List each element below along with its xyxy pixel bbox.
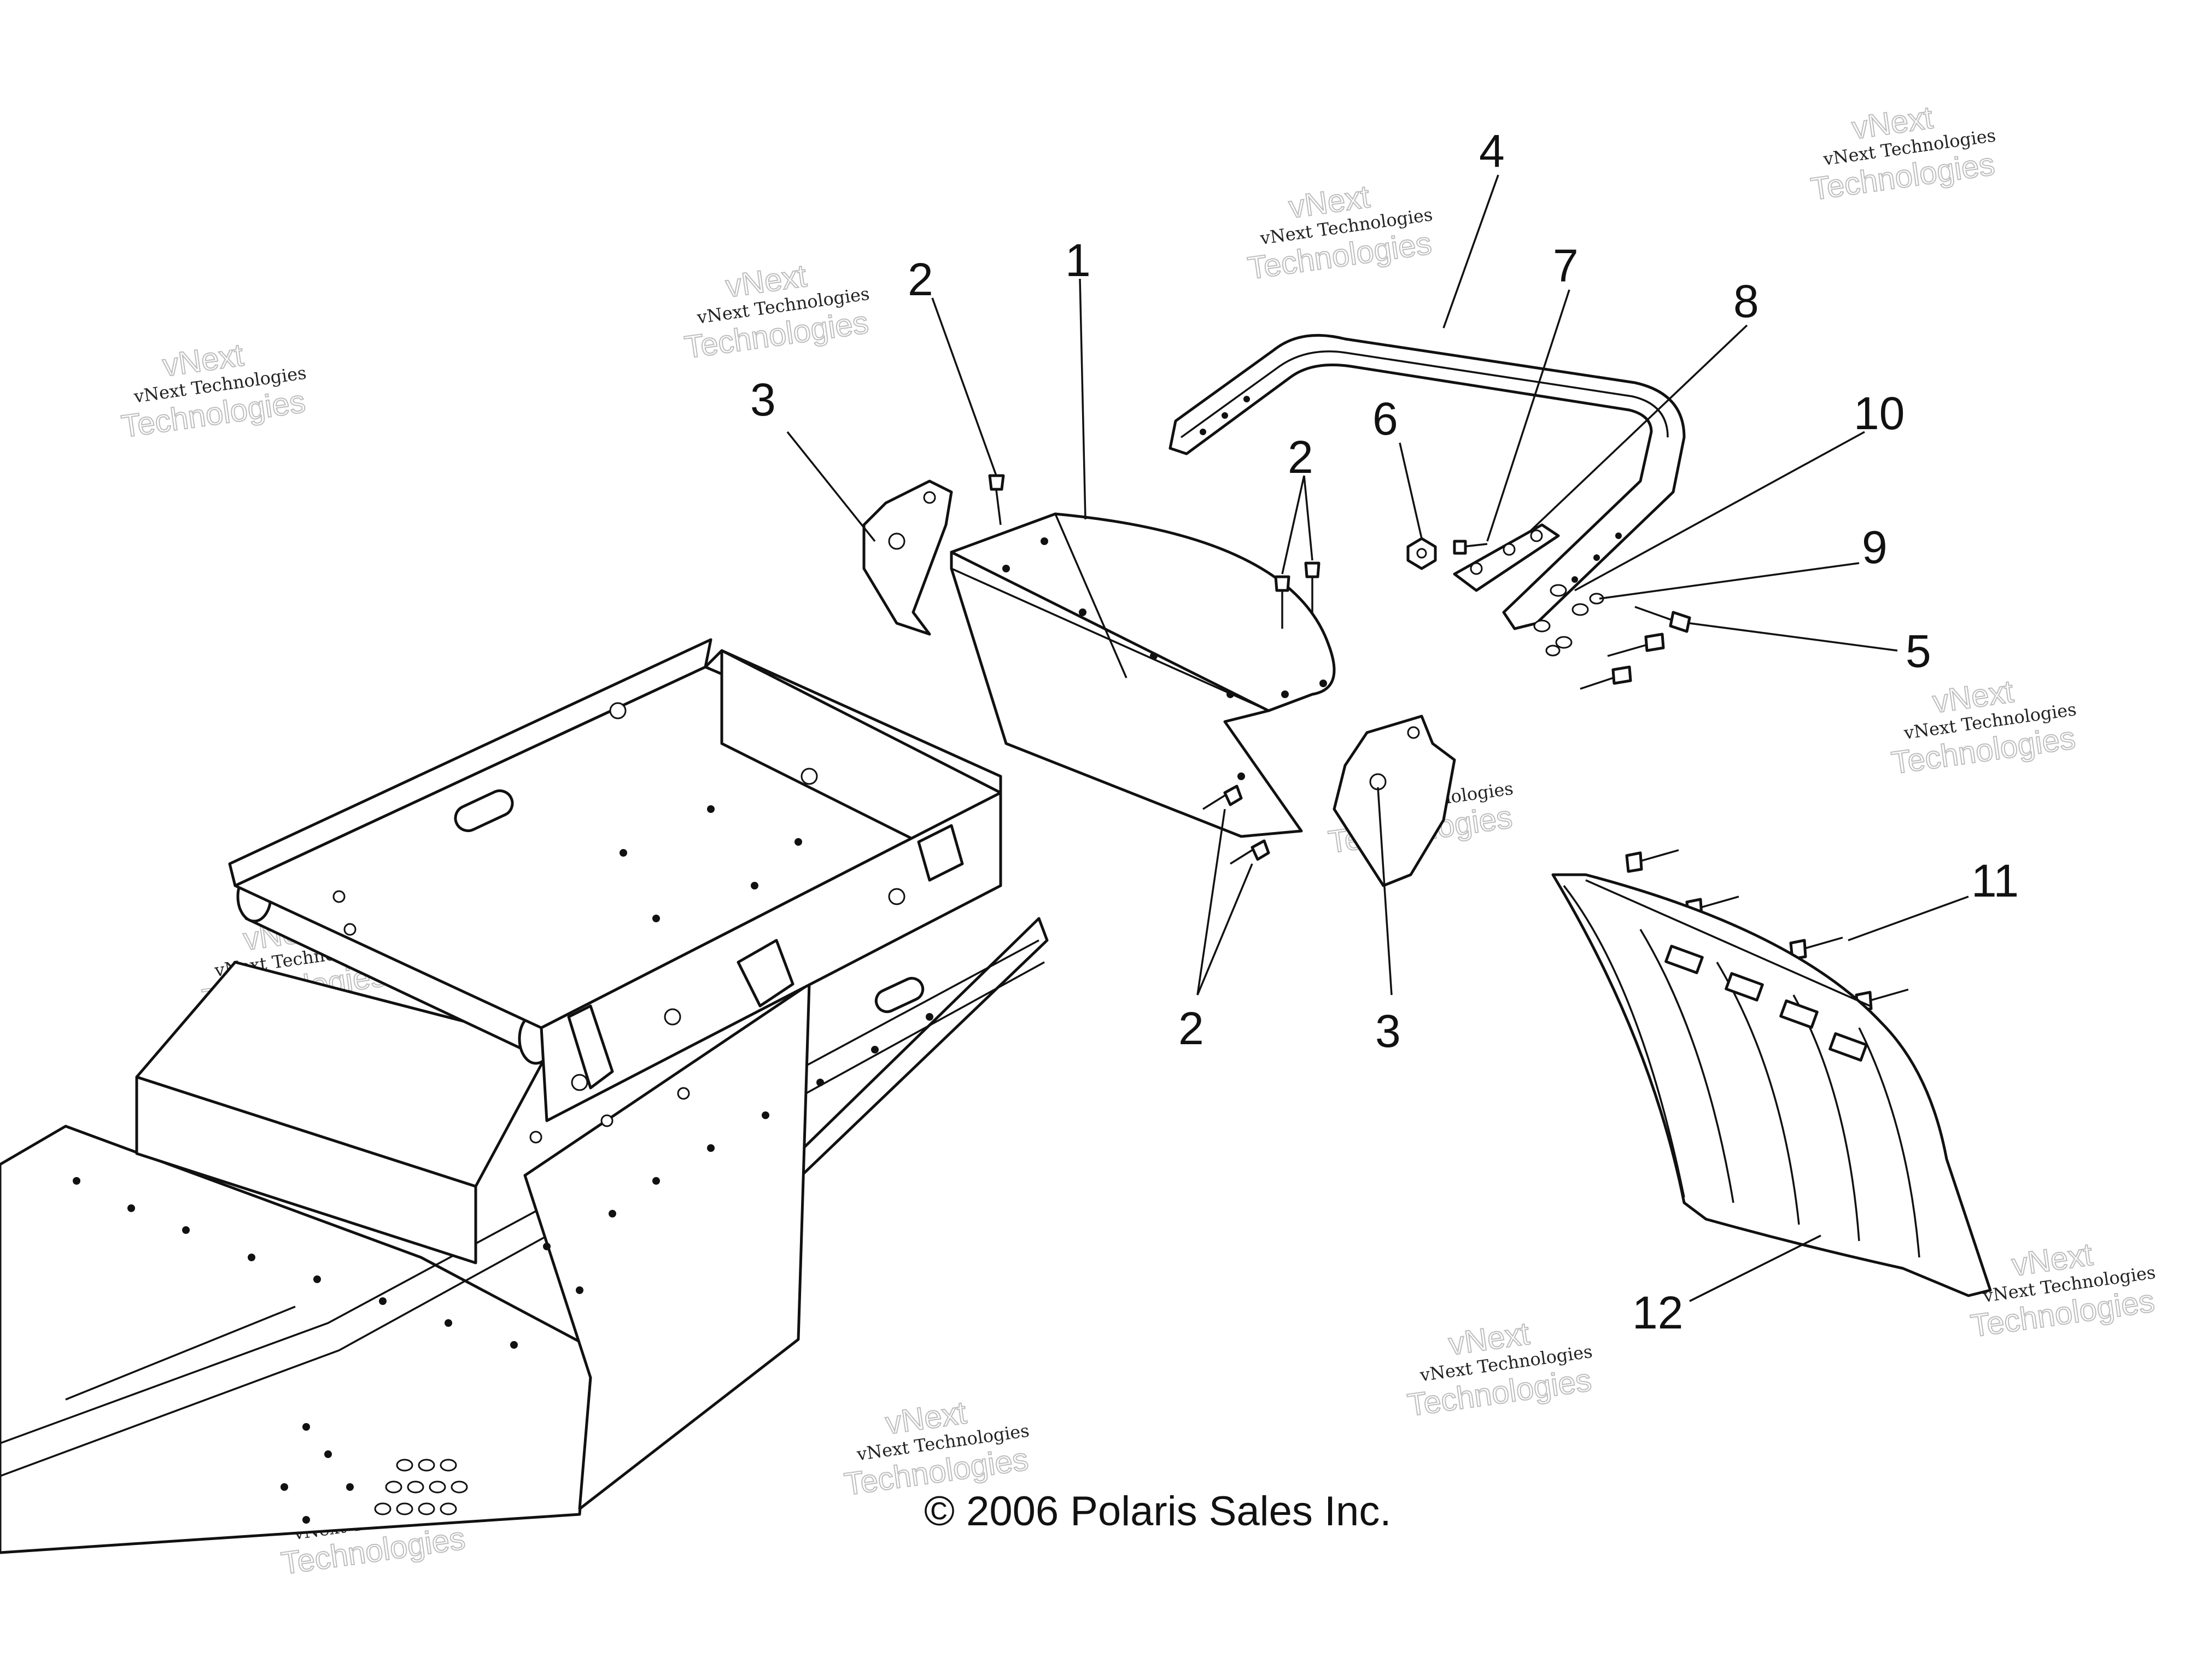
part-3-bracket-right (1333, 715, 1456, 887)
part-9-washers (1545, 593, 1604, 657)
watermark: vNext vNext Technologies Technologies (119, 336, 308, 445)
callout-12: 12 (1632, 1287, 1683, 1338)
tunnel-rail-line (65, 1306, 296, 1401)
part-3-bracket-left (862, 479, 953, 636)
flap-rib (1563, 885, 1685, 1198)
rivet (1789, 936, 1843, 961)
callout-2-top-left: 2 (908, 254, 933, 305)
flap-slots (1664, 945, 1868, 1062)
watermark: vNext vNext Technologies Technologies (1405, 1315, 1594, 1424)
callout-10: 10 (1854, 388, 1904, 439)
part-8-strap (1453, 523, 1560, 592)
callout-9: 9 (1862, 522, 1888, 573)
screw (988, 474, 1005, 525)
watermark: vNext vNext Technologies Technologies (1808, 99, 1997, 208)
screw (1274, 575, 1290, 629)
callout-1: 1 (1065, 235, 1091, 286)
handle-slot (454, 789, 514, 833)
callout-3-left: 3 (750, 374, 776, 425)
part-7-bolt (1453, 540, 1488, 555)
part-4-grab-bar (1168, 333, 1686, 630)
grab-bar-edge (1180, 350, 1669, 438)
leader-lines (786, 174, 1969, 1302)
chassis-holes (73, 702, 933, 1524)
callout-2-top-right: 2 (1288, 431, 1313, 483)
screw (1230, 839, 1270, 865)
watermark: vNext vNext Technologies Technologies (682, 257, 871, 366)
part-1-rear-cover (950, 512, 1336, 838)
flap-rib (1639, 929, 1734, 1203)
handle-slot (874, 976, 925, 1014)
callout-11: 11 (1971, 855, 2019, 906)
part-2-screws (988, 474, 1321, 865)
screw (1304, 561, 1321, 615)
tunnel-rail-line (0, 961, 1045, 1477)
cover-crease (951, 567, 1269, 712)
cover-top (950, 512, 1336, 712)
bolt (1607, 633, 1665, 657)
watermark: vNext vNext Technologies Technologies (1889, 673, 2078, 782)
latch (917, 824, 964, 882)
cover-holes (1002, 537, 1327, 780)
callout-7: 7 (1553, 240, 1579, 291)
callout-3-right: 3 (1375, 1005, 1401, 1057)
part-10-washers (1533, 584, 1589, 649)
grab-bar-holes (1200, 396, 1622, 583)
callout-8: 8 (1733, 276, 1759, 327)
vent-holes (374, 1459, 468, 1515)
watermark: vNext vNext Technologies Technologies (842, 1394, 1031, 1503)
flap-top-edge (1585, 879, 1871, 1007)
tunnel-chassis (0, 638, 1049, 1554)
storage-box-wall-left (228, 638, 712, 887)
rivet (1625, 849, 1679, 873)
part-6-nut (1406, 537, 1437, 570)
callout-5: 5 (1906, 625, 1931, 677)
watermark: vNext vNext Technologies Technologies (1968, 1236, 2157, 1345)
tunnel-side-panel (0, 917, 1049, 1554)
latch (737, 939, 794, 1008)
callout-labels: 1 2 2 2 3 3 4 5 6 7 8 9 10 11 12 (750, 125, 2019, 1338)
latch (567, 1004, 614, 1090)
cover-crease (1054, 513, 1127, 678)
bolt (1634, 606, 1691, 633)
callout-2-bottom: 2 (1178, 1003, 1204, 1054)
callout-4: 4 (1479, 125, 1505, 177)
part-5-bolts (1580, 606, 1691, 690)
callout-6: 6 (1372, 393, 1398, 444)
screw (1202, 785, 1243, 810)
cover-side (950, 551, 1303, 838)
bolt (1580, 665, 1632, 690)
flap-rib (1858, 1027, 1920, 1258)
copyright-notice: © 2006 Polaris Sales Inc. (924, 1488, 1391, 1535)
watermark: vNext vNext Technologies Technologies (1245, 178, 1434, 287)
part-12-snow-flap (1551, 873, 1992, 1297)
tunnel-lower-panel (523, 982, 811, 1511)
